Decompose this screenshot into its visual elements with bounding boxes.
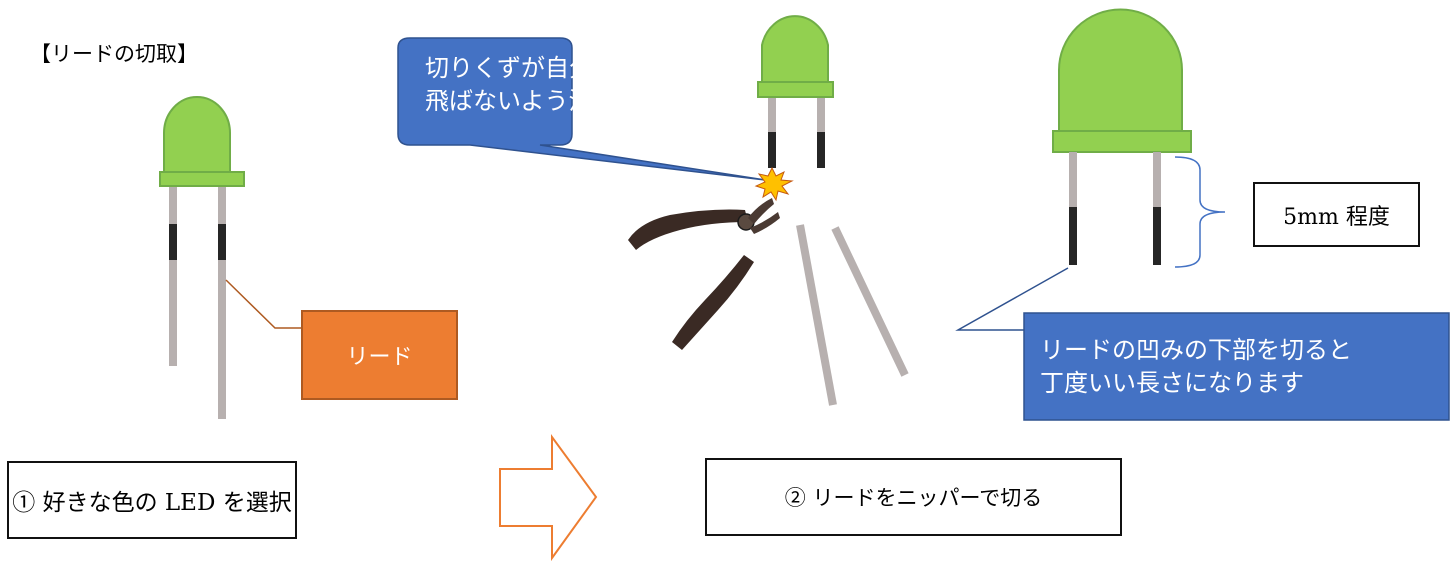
warning-line-2: 飛ばないよう注意 xyxy=(425,87,617,115)
step1-box: ① 好きな色の LED を選択 xyxy=(7,461,297,539)
cut-position-pointer xyxy=(955,267,1069,331)
cut-leads xyxy=(796,224,909,406)
cut-position-line-1: リードの凹みの下部を切ると xyxy=(1040,336,1352,364)
led-icon-middle xyxy=(757,15,834,168)
right-arrow-icon xyxy=(499,433,598,562)
led-icon-left xyxy=(159,96,245,419)
page-title: 【リードの切取】 xyxy=(30,42,198,66)
warning-line-1: 切りくずが自分の方に xyxy=(425,54,665,82)
warning-callout xyxy=(397,37,766,181)
step2-text: ② リードをニッパーで切る xyxy=(784,486,1043,510)
size-label: 5mm 程度 xyxy=(1253,182,1420,247)
lead-label-text: リード xyxy=(346,345,413,370)
lead-label: リード xyxy=(301,310,458,400)
spark-icon xyxy=(754,166,794,202)
nipper-icon xyxy=(628,198,780,350)
step2-box: ② リードをニッパーで切る xyxy=(705,458,1122,536)
warning-callout-text: 切りくずが自分の方に 飛ばないよう注意 xyxy=(425,52,665,118)
step1-text: ① 好きな色の LED を選択 xyxy=(12,490,292,516)
cut-position-line-2: 丁度いい長さになります xyxy=(1040,369,1304,397)
cut-position-callout-text: リードの凹みの下部を切ると 丁度いい長さになります xyxy=(1040,334,1352,400)
cut-position-callout xyxy=(1023,312,1450,421)
lead-pointer-line xyxy=(225,279,301,329)
brace-icon xyxy=(1174,156,1226,268)
led-icon-right xyxy=(1052,8,1192,265)
size-label-text: 5mm 程度 xyxy=(1283,204,1390,230)
